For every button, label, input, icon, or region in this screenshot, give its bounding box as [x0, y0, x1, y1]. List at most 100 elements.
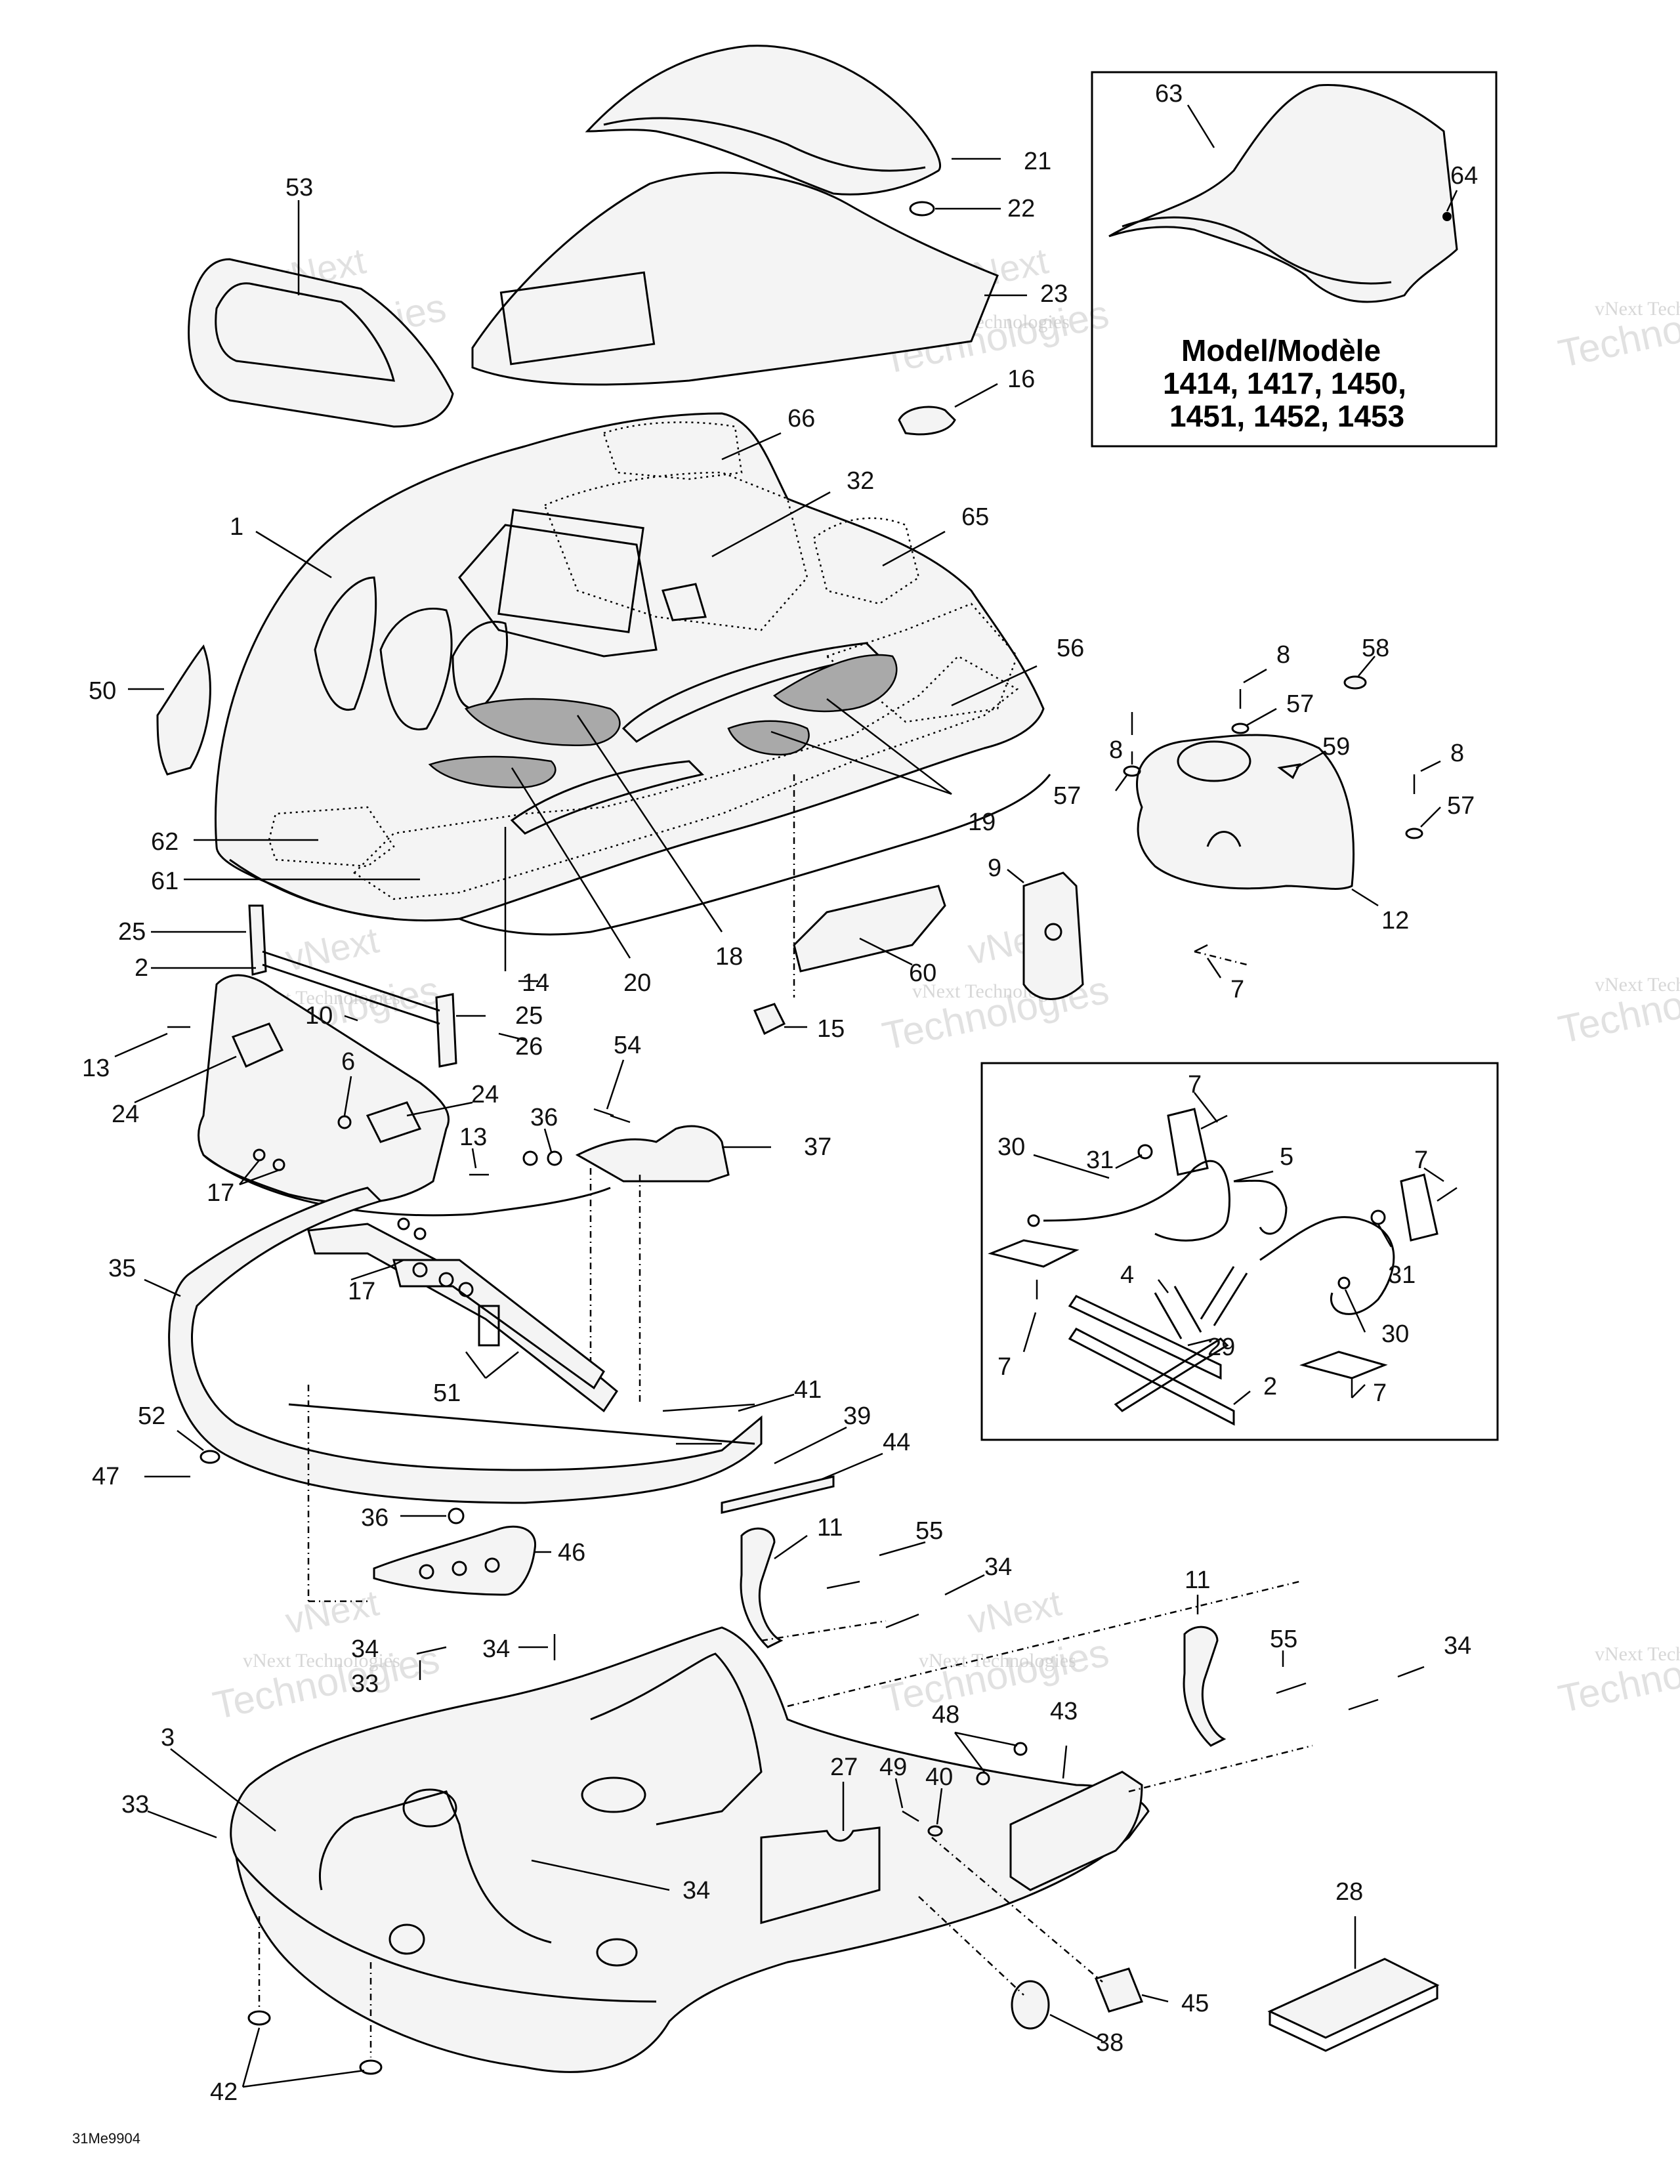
- washer-52: [200, 1450, 220, 1464]
- callout-8: 8: [1276, 641, 1290, 669]
- hinge-25: [435, 993, 457, 1068]
- callout-58: 58: [1362, 635, 1389, 662]
- leader: [531, 1859, 670, 1891]
- callout-63: 63: [1155, 80, 1183, 108]
- callout-35: 35: [108, 1255, 136, 1282]
- callout-5: 5: [1280, 1143, 1293, 1171]
- support-hole: [458, 1282, 474, 1297]
- washer-57: [1123, 765, 1141, 777]
- cable-5: [1233, 1179, 1288, 1235]
- screw-7: [1200, 1114, 1228, 1130]
- leader: [1423, 1167, 1444, 1183]
- leader: [1033, 1154, 1110, 1179]
- leader: [1049, 2013, 1103, 2042]
- reflector-45: [1094, 1967, 1144, 2013]
- leader: [576, 715, 723, 933]
- leader: [944, 1574, 985, 1596]
- leader: [1420, 760, 1441, 772]
- bracket-9: [1022, 872, 1084, 1000]
- bracket: [1167, 1108, 1209, 1176]
- callout-45: 45: [1181, 1990, 1209, 2017]
- callout-65: 65: [961, 503, 989, 531]
- leader: [826, 698, 952, 795]
- leader: [770, 730, 952, 795]
- leader: [144, 1278, 181, 1297]
- bracket-hole: [419, 1564, 434, 1580]
- inset-frame: [1091, 71, 1498, 448]
- callout-24: 24: [112, 1101, 139, 1128]
- callout-34: 34: [682, 1877, 710, 1904]
- rivet-55: [826, 1580, 860, 1589]
- nut-42: [359, 2059, 383, 2075]
- leader: [1007, 869, 1024, 883]
- callout-8: 8: [1450, 740, 1464, 767]
- callout-11: 11: [817, 1514, 843, 1542]
- leader: [1420, 807, 1441, 828]
- callout-64: 64: [1450, 162, 1478, 190]
- callout-52: 52: [138, 1402, 165, 1430]
- rod-2: [1114, 1337, 1229, 1412]
- callout-31: 31: [1086, 1146, 1114, 1174]
- callout-38: 38: [1096, 2029, 1124, 2057]
- cable-5: [1043, 1160, 1230, 1242]
- plug-38: [1011, 1980, 1050, 2030]
- leader: [239, 1169, 280, 1186]
- rod-2: [1068, 1295, 1222, 1380]
- leader: [954, 1732, 985, 1773]
- callout-49: 49: [879, 1754, 907, 1781]
- callout-7: 7: [1230, 976, 1244, 1003]
- callout-50: 50: [89, 677, 116, 705]
- leader: [1397, 1666, 1425, 1678]
- inset-model-line2: 1451, 1452, 1453: [1169, 399, 1404, 433]
- pad-60: [793, 885, 946, 973]
- pan-rim: [235, 1857, 657, 2003]
- cap-59: [1277, 763, 1301, 780]
- pan-opening: [388, 1923, 425, 1955]
- leader: [1446, 190, 1458, 212]
- inset-frame: [980, 1062, 1499, 1441]
- callout-7: 7: [1188, 1071, 1202, 1099]
- callout-48: 48: [932, 1701, 959, 1729]
- callout-56: 56: [1057, 635, 1084, 662]
- windshield-63: [1108, 84, 1458, 303]
- bottom-pan-assembly: 3 33 11 55 34 11 55 34 34 33 34 34 27 43…: [121, 1514, 1471, 2106]
- callout-27: 27: [830, 1754, 858, 1781]
- pod-opening: [1177, 740, 1251, 782]
- callout-61: 61: [151, 868, 178, 895]
- panel-23: [471, 171, 999, 386]
- mat-side: [1269, 1985, 1438, 2052]
- leader: [242, 2069, 365, 2088]
- bracket-hole: [484, 1557, 500, 1573]
- callout-25: 25: [118, 918, 146, 946]
- support-hole: [412, 1262, 428, 1278]
- axis-line: [787, 1580, 1300, 1708]
- intake: [510, 760, 704, 835]
- leader: [255, 530, 332, 579]
- screw-54: [610, 1114, 631, 1124]
- spring-29: [1200, 1266, 1248, 1326]
- hood-assembly: 1 50 62 61 66 32 65 56 19 18 20 60 14 15: [89, 405, 1084, 1043]
- callout-39: 39: [843, 1402, 871, 1430]
- windshield-21: [585, 45, 942, 196]
- callout-1: 1: [230, 513, 243, 541]
- axis-line: [761, 1620, 887, 1642]
- leader: [416, 1646, 447, 1655]
- callout-41: 41: [794, 1376, 822, 1404]
- callout-57: 57: [1447, 792, 1475, 820]
- clip-31: [1137, 1144, 1153, 1160]
- leader: [606, 1059, 625, 1110]
- callout-7: 7: [1414, 1146, 1428, 1174]
- leader: [1243, 668, 1267, 684]
- leader: [859, 937, 913, 966]
- pan-opening: [581, 1776, 646, 1813]
- intake: [621, 642, 882, 743]
- screw-64: [1442, 212, 1452, 221]
- bolt-49: [902, 1810, 919, 1822]
- callout-23: 23: [1040, 280, 1068, 308]
- intake: [379, 608, 453, 730]
- callout-53: 53: [285, 174, 313, 201]
- bracket-hole: [452, 1561, 467, 1576]
- callout-17: 17: [207, 1179, 234, 1207]
- panel-window: [499, 271, 656, 366]
- leader: [1344, 1289, 1366, 1333]
